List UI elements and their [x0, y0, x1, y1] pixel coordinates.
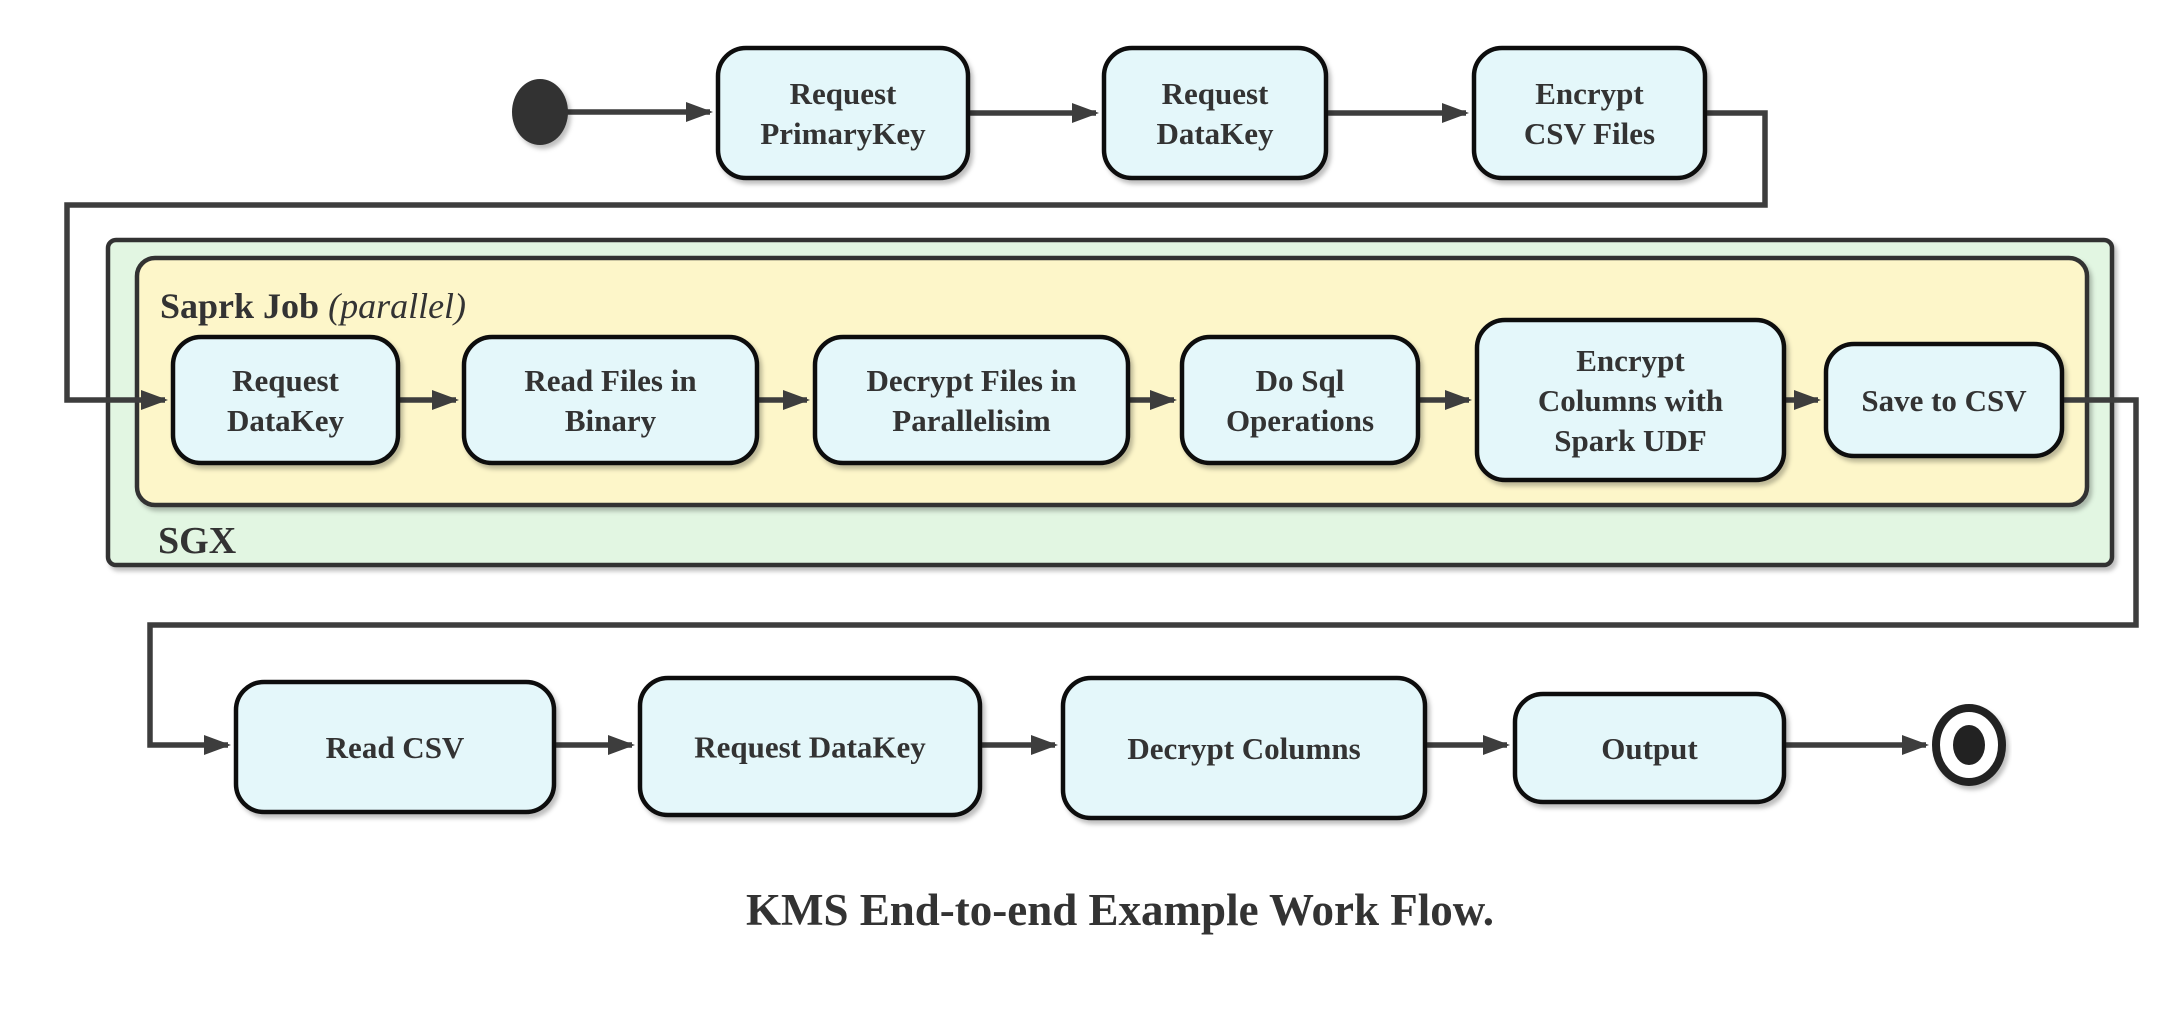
node-save-to-csv-label: Save to CSV: [1861, 383, 2027, 418]
node-decrypt-columns-label: Decrypt Columns: [1127, 731, 1360, 766]
edge-encrypt-csv-files-to-sgx-request-datakey: [64, 110, 1768, 410]
diagram-caption: KMS End-to-end Example Work Flow.: [746, 885, 1494, 935]
node-read-csv: Read CSV: [233, 679, 557, 815]
node-output: Output: [1512, 691, 1787, 805]
end-node-core: [1953, 725, 1985, 765]
node-decrypt-columns: Decrypt Columns: [1060, 675, 1428, 821]
start-node: [512, 79, 568, 145]
node-output-label: Output: [1601, 731, 1698, 766]
container-spark-job-label: Saprk Job (parallel): [160, 286, 466, 326]
node-save-to-csv: Save to CSV: [1823, 341, 2065, 459]
terminals-layer: [512, 79, 2006, 786]
edge-save-to-csv-to-read-csv: [147, 397, 2139, 755]
node-read-csv-label: Read CSV: [326, 730, 465, 765]
edges-layer: [64, 102, 2139, 755]
node-request-datakey-bottom-label: Request DataKey: [694, 730, 926, 765]
container-sgx-label: SGX: [158, 520, 236, 562]
node-request-datakey-bottom: Request DataKey: [637, 675, 983, 818]
end-node: [1932, 704, 2006, 786]
